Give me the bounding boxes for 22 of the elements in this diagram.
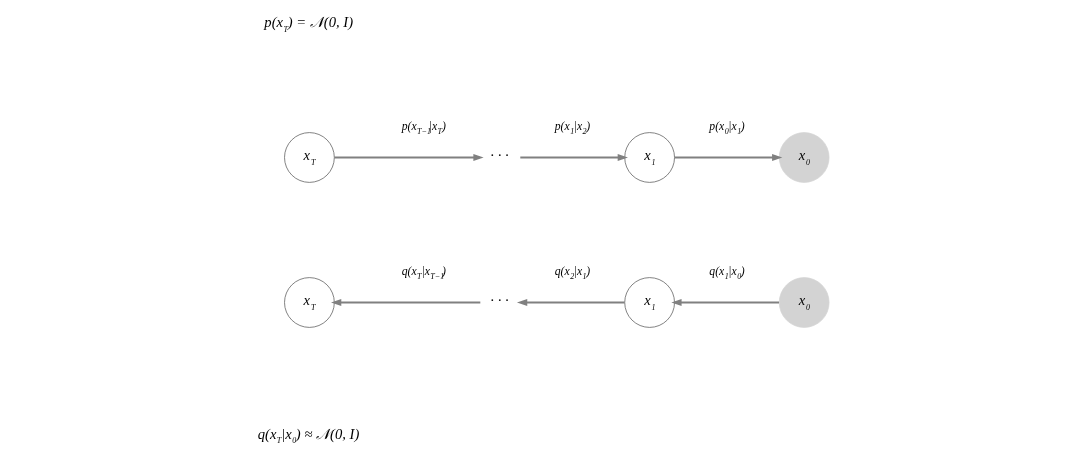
arrow xyxy=(670,298,779,307)
edge-label: q(x$_{T}$|x$_{T−1}$) xyxy=(401,264,446,282)
arrow xyxy=(330,298,480,307)
node-circle: x$_{T}$ xyxy=(283,277,335,328)
edge-label: p(x$_{0}$|x$_{1}$) xyxy=(708,119,745,137)
node-circle: x$_{0}$ xyxy=(778,277,829,328)
edge-label: p(x$_{T−1}$|x$_{T}$) xyxy=(401,119,446,137)
edge-label: q(x$_{1}$|x$_{0}$) xyxy=(708,264,745,282)
label: p(x$_{T}$) = 𝒩(0, I) xyxy=(263,14,353,34)
edge-label: q(x$_{2}$|x$_{1}$) xyxy=(554,264,590,282)
edge-label: p(x$_{1}$|x$_{2}$) xyxy=(554,119,590,137)
node-circle: x$_{1}$ xyxy=(623,132,675,183)
node-circle: x$_{T}$ xyxy=(283,132,335,183)
label: q(x$_{T}$|x$_{0}$) ≈ 𝒩(0, I) xyxy=(257,425,359,446)
node-circle: x$_{0}$ xyxy=(778,132,829,183)
arrow xyxy=(674,153,782,162)
node-text: · · · xyxy=(489,147,509,164)
arrow xyxy=(516,298,625,307)
arrow xyxy=(333,153,484,162)
node-circle: x$_{1}$ xyxy=(623,277,675,328)
arrow xyxy=(519,153,628,162)
node-text: · · · xyxy=(489,292,509,309)
